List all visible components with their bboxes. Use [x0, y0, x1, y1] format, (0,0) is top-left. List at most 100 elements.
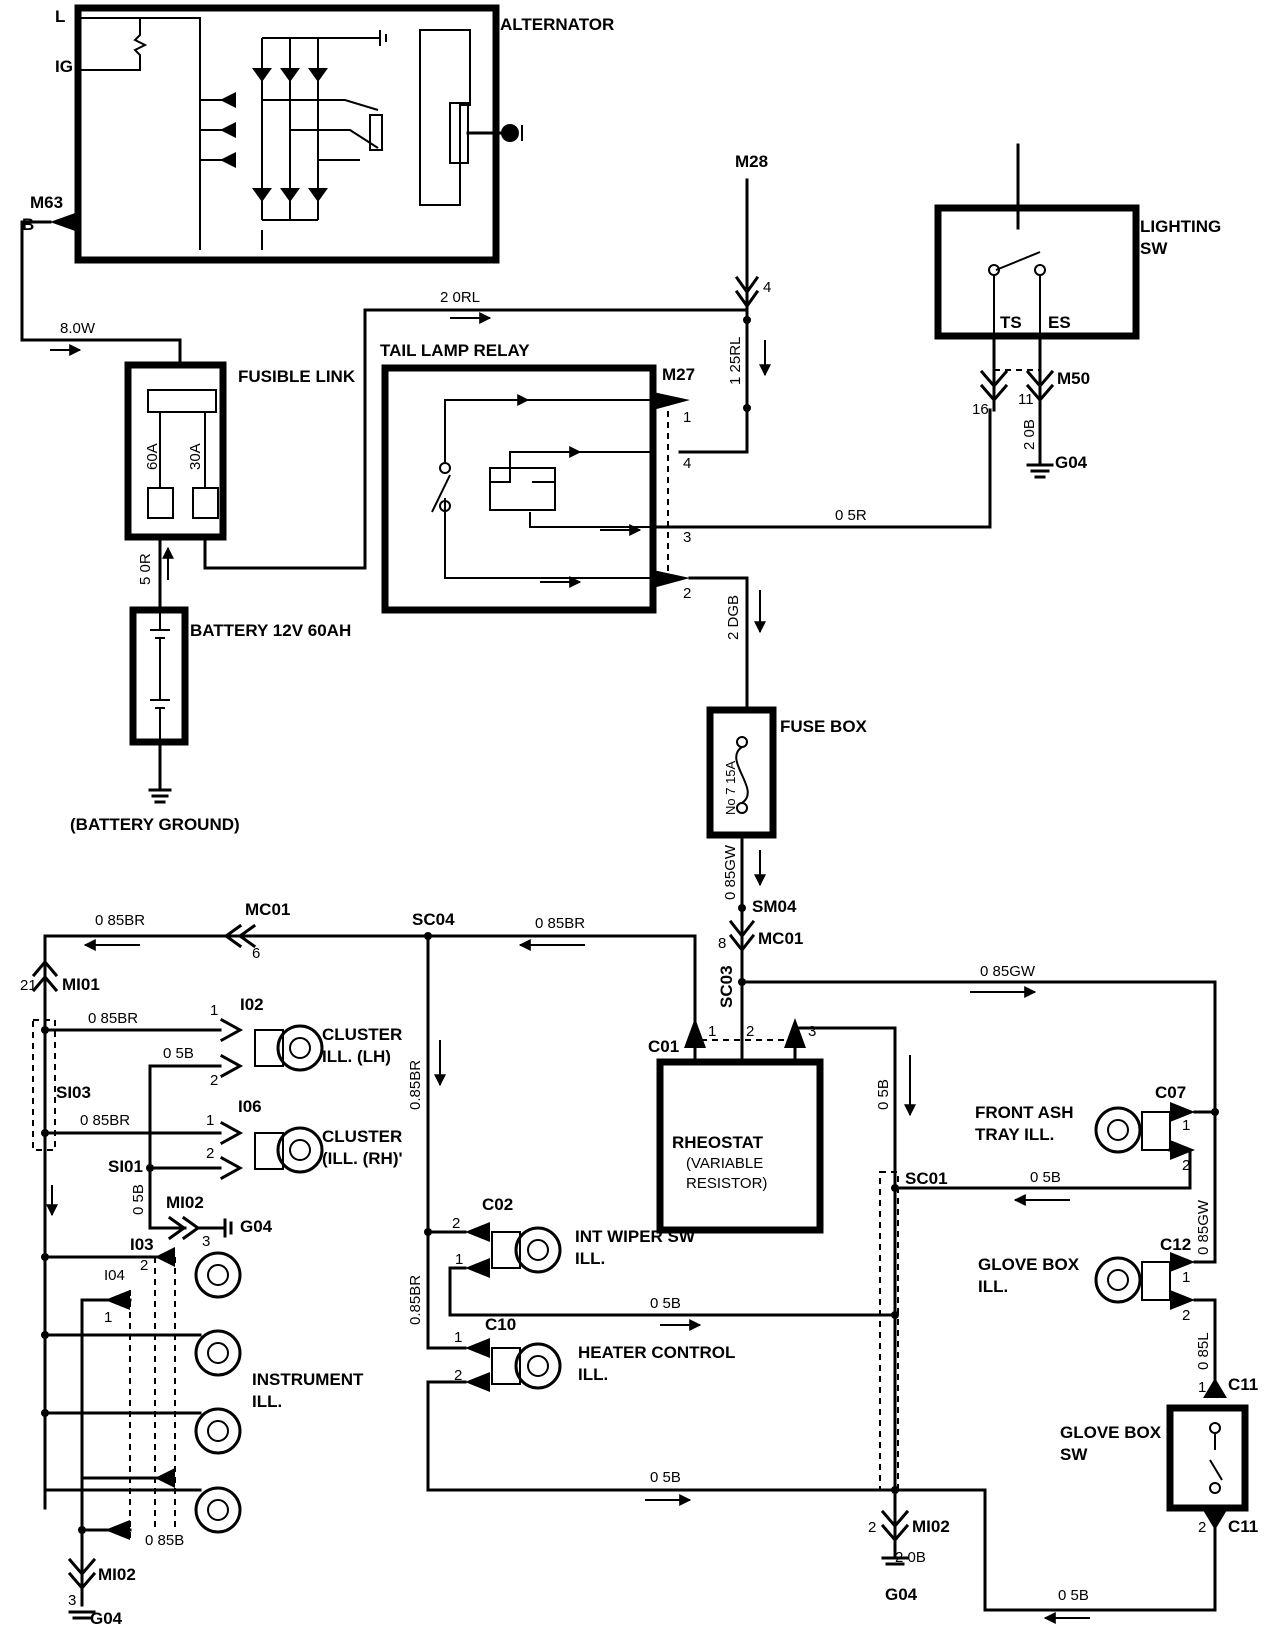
pin-i04-1: 1: [104, 1309, 112, 1326]
wire-label-0-85gw-v: 0 85GW: [1195, 1199, 1212, 1255]
connector-mi01: MI01: [62, 975, 100, 994]
connector-mi02-upper: MI02: [166, 1193, 204, 1212]
ground-g04-right: G04: [885, 1585, 918, 1604]
connector-sc04: SC04: [412, 910, 455, 929]
cluster-rh-label-2: (ILL. (RH)': [322, 1149, 403, 1168]
wire-label-0-85gw: 0 85GW: [722, 844, 739, 900]
connector-si03: SI03: [56, 1083, 91, 1102]
pin-c10-2: 2: [454, 1367, 462, 1384]
rheostat-label: RHEOSTAT: [672, 1133, 764, 1152]
fuse-30a: 30A: [187, 443, 204, 470]
connector-i02: I02: [240, 995, 264, 1014]
wire-label-0-85l: 0 85L: [1195, 1332, 1212, 1370]
front-ash-tray-ill: C07 1 2 FRONT ASH TRAY ILL.: [975, 1083, 1219, 1174]
lighting-sw-label-2: SW: [1140, 239, 1168, 258]
instrument-ill: I03 2 I04 1 INSTRUMENT ILL. 0 85B: [41, 1235, 364, 1549]
pin-c07-1: 1: [1182, 1117, 1190, 1134]
instrument-label-2: ILL.: [252, 1392, 282, 1411]
wire-2-dgb: [688, 576, 749, 712]
pin-c02-1: 1: [455, 1251, 463, 1268]
front-ash-label-1: FRONT ASH: [975, 1103, 1074, 1122]
pin-c10-1: 1: [454, 1329, 462, 1346]
front-ash-label-2: TRAY ILL.: [975, 1125, 1054, 1144]
wire-label-2-dgb: 2 DGB: [725, 595, 742, 640]
int-wiper-sw-ill: 2 1 C02 INT WIPER SW ILL.: [452, 1195, 696, 1278]
wire-label-0-85br-v1: 0.85BR: [407, 1060, 424, 1110]
lighting-switch: LIGHTING SW TS ES: [934, 143, 1221, 340]
connector-c02: C02: [482, 1195, 513, 1214]
pin-relay-4: 4: [683, 455, 691, 472]
fuse-box-label: FUSE BOX: [780, 717, 868, 736]
tail-lamp-relay: TAIL LAMP RELAY M27: [380, 341, 695, 614]
pin-c11-2: 2: [1198, 1519, 1206, 1536]
fuse-number: No 7 15A: [723, 760, 738, 815]
cluster-lh-label-2: ILL. (LH): [322, 1047, 391, 1066]
pin-c02-2: 2: [452, 1215, 460, 1232]
connector-c11-bot: C11: [1228, 1517, 1258, 1536]
pin-i06-1: 1: [206, 1112, 214, 1129]
pin-rheo-2: 2: [746, 1023, 754, 1040]
wire-label-0-5b-int: 0 5B: [650, 1295, 681, 1312]
pin-relay-1: 1: [683, 409, 691, 426]
pin-rheo-3: 3: [808, 1023, 816, 1040]
pin-16: 16: [972, 401, 989, 418]
es-label: ES: [1048, 313, 1071, 332]
alt-connector-m63: M63: [30, 193, 63, 212]
connector-c11-top: C11: [1228, 1375, 1258, 1394]
wire-label-0-85b: 0 85B: [145, 1532, 184, 1549]
tail-lamp-relay-label: TAIL LAMP RELAY: [380, 341, 530, 360]
glove-box-label-2: ILL.: [978, 1277, 1008, 1296]
glove-sw-label-2: SW: [1060, 1445, 1088, 1464]
int-wiper-label-1: INT WIPER SW: [575, 1227, 696, 1246]
glove-box-sw: C11 1 C11 2 GLOVE BOX SW: [1060, 1375, 1258, 1536]
ts-label: TS: [1000, 313, 1022, 332]
connector-c01: C01: [648, 1037, 679, 1056]
pin-m28-4: 4: [763, 279, 771, 296]
connector-i06: I06: [238, 1097, 262, 1116]
wire-0-85br-main: [43, 934, 697, 1510]
pin-c07-2: 2: [1182, 1157, 1190, 1174]
pin-c12-2: 2: [1182, 1307, 1190, 1324]
wire-label-2-0b: 2 0B: [1021, 419, 1038, 450]
cluster-ill-rh: 1 2 I06 CLUSTER (ILL. (RH)': [206, 1097, 403, 1181]
rheostat: RHEOSTAT (VARIABLE RESISTOR): [656, 980, 824, 1234]
wire-0-85l: [1193, 1298, 1217, 1387]
battery-ground-label: (BATTERY GROUND): [70, 815, 240, 834]
m50-label: M50: [1057, 369, 1090, 388]
cluster-ill-lh: 1 2 I02 CLUSTER ILL. (LH): [210, 995, 402, 1089]
alt-terminal-b: B: [22, 215, 34, 234]
fusible-link-label: FUSIBLE LINK: [238, 367, 356, 386]
int-wiper-label-2: ILL.: [575, 1249, 605, 1268]
pin-mi02-3b: 3: [68, 1592, 76, 1609]
wire-label-1-25rl: 1 25RL: [727, 337, 744, 385]
connector-mc01-left: MC01: [245, 900, 290, 919]
wire-0-5b-rv: [793, 1026, 897, 1492]
connector-c12: C12: [1160, 1235, 1191, 1254]
alt-terminal-l: L: [55, 7, 65, 26]
connector-mi02-right: MI02: [912, 1517, 950, 1536]
connector-c07: C07: [1155, 1083, 1186, 1102]
cluster-lh-label-1: CLUSTER: [322, 1025, 402, 1044]
wire-2-0rl: [203, 308, 749, 570]
pin-mi02-3: 3: [202, 1233, 210, 1250]
alternator: ALTERNATOR L IG B M63: [22, 4, 614, 264]
heater-label-1: HEATER CONTROL: [578, 1343, 735, 1362]
wire-label-0-85br-c2: 0 85BR: [80, 1112, 130, 1129]
relay-connector-m27: M27: [662, 365, 695, 384]
connector-i04: I04: [104, 1267, 125, 1284]
wire-8-0w: [20, 220, 182, 367]
fusible-link: 60A 30A FUSIBLE LINK: [124, 361, 356, 541]
connector-sm04: SM04: [752, 897, 797, 916]
alt-terminal-ig: IG: [55, 57, 73, 76]
pin-i02-2: 2: [210, 1072, 218, 1089]
wire-0-5b-heat: [426, 1380, 1217, 1612]
wire-label-0-85br-v2: 0.85BR: [407, 1275, 424, 1325]
wire-0-5r: [651, 408, 992, 529]
pin-8: 8: [718, 935, 726, 952]
connector-i03: I03: [130, 1235, 154, 1254]
wire-label-0-5r: 0 5R: [835, 507, 867, 524]
wire-label-0-5b-rv: 0 5B: [875, 1079, 892, 1110]
pin-11: 11: [1018, 391, 1034, 408]
battery: BATTERY 12V 60AH (BATTERY GROUND): [70, 606, 351, 834]
m28-label: M28: [735, 152, 768, 171]
